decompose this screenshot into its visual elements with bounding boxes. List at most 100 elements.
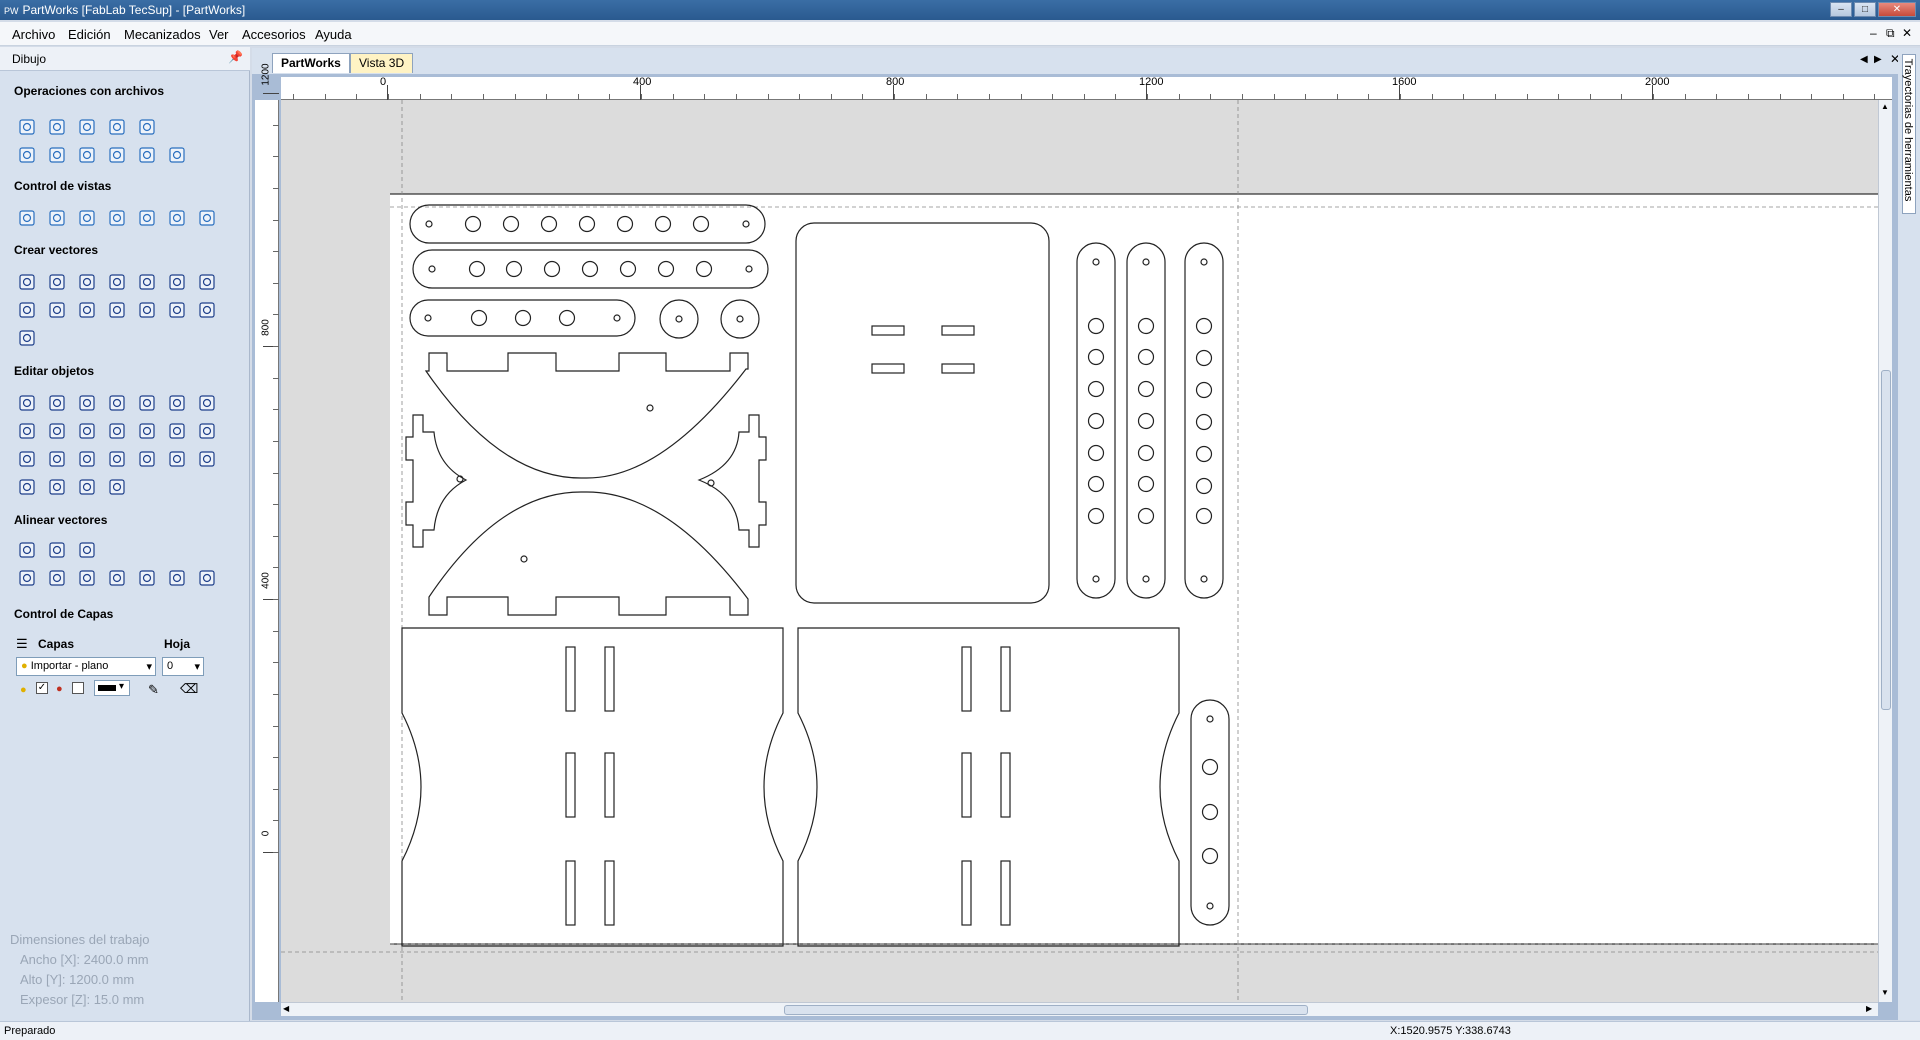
align-left-icon[interactable] (47, 568, 67, 588)
dimension-icon[interactable] (137, 300, 157, 320)
visibility-bulb-icon[interactable]: ● (20, 684, 27, 696)
grid-icon[interactable] (137, 421, 157, 441)
select-icon[interactable] (17, 393, 37, 413)
horizontal-scroll-thumb[interactable] (784, 1005, 1308, 1015)
import-icon[interactable] (137, 117, 157, 137)
align-right-icon[interactable] (77, 568, 97, 588)
offset-icon[interactable] (167, 449, 187, 469)
intersect-icon[interactable] (107, 449, 127, 469)
layer-color-picker[interactable]: ▾ (94, 680, 130, 696)
center-icon[interactable] (77, 421, 97, 441)
pen-tool-icon[interactable] (17, 328, 37, 348)
align-all-icon[interactable] (17, 568, 37, 588)
doc-close-button[interactable]: ✕ (1902, 26, 1913, 40)
zoom-extents-icon[interactable] (77, 208, 97, 228)
maximize-button[interactable]: □ (1854, 2, 1876, 17)
circle-icon[interactable] (17, 272, 37, 292)
arc-text-icon[interactable] (167, 300, 187, 320)
lock-icon[interactable]: ● (56, 683, 63, 695)
curve-icon[interactable] (167, 272, 187, 292)
vertical-scrollbar[interactable]: ▲ ▼ (1878, 100, 1892, 1002)
open-file-icon[interactable] (47, 117, 67, 137)
tab-scroll-right-icon[interactable]: ▶ (1874, 54, 1882, 65)
doc-restore-button[interactable]: ⧉ (1886, 26, 1895, 40)
menu-ver[interactable]: Ver (209, 27, 229, 42)
tab-vista-3d[interactable]: Vista 3D (350, 53, 414, 73)
save-file-icon[interactable] (77, 117, 97, 137)
scissors-icon[interactable] (197, 449, 217, 469)
select-all-icon[interactable] (17, 145, 37, 165)
pin-icon[interactable]: 📌 (228, 50, 243, 64)
text-icon[interactable] (47, 300, 67, 320)
move-icon[interactable] (17, 421, 37, 441)
horizontal-scrollbar[interactable]: ◀ ▶ (281, 1002, 1878, 1016)
scale-icon[interactable] (197, 393, 217, 413)
trim-icon[interactable] (17, 449, 37, 469)
copy-icon[interactable] (77, 145, 97, 165)
pan-icon[interactable] (17, 208, 37, 228)
align-bottom-icon[interactable] (137, 568, 157, 588)
array-icon[interactable] (197, 300, 217, 320)
star-icon[interactable] (17, 300, 37, 320)
ellipse-icon[interactable] (47, 272, 67, 292)
menu-accesorios[interactable]: Accesorios (242, 27, 306, 42)
space-v-icon[interactable] (197, 568, 217, 588)
flip-icon[interactable] (107, 421, 127, 441)
mirror-icon[interactable] (137, 393, 157, 413)
visible-checkbox[interactable]: ✓ (36, 682, 48, 694)
scroll-left-icon[interactable]: ◀ (283, 1004, 290, 1013)
align-vcenter-icon[interactable] (77, 540, 97, 560)
scroll-up-icon[interactable]: ▲ (1881, 102, 1889, 111)
extend-icon[interactable] (47, 477, 67, 497)
subtract-icon[interactable] (77, 449, 97, 469)
weld-icon[interactable] (47, 449, 67, 469)
open-folder-icon[interactable] (107, 117, 127, 137)
scroll-down-icon[interactable]: ▼ (1881, 988, 1889, 997)
doc-minimize-button[interactable]: – (1870, 26, 1877, 40)
layer-clean-icon[interactable]: ⌫ (180, 681, 199, 696)
node-edit-icon[interactable] (47, 393, 67, 413)
bounding-icon[interactable] (47, 421, 67, 441)
tab-close-icon[interactable]: ✕ (1890, 52, 1901, 66)
text-on-curve-icon[interactable] (107, 300, 127, 320)
tab-partworks[interactable]: PartWorks (272, 53, 350, 73)
new-file-icon[interactable] (17, 117, 37, 137)
menu-ayuda[interactable]: Ayuda (315, 27, 352, 42)
align-center-icon[interactable] (17, 540, 37, 560)
space-h-icon[interactable] (167, 568, 187, 588)
transform-icon[interactable] (107, 393, 127, 413)
redo-icon[interactable] (167, 145, 187, 165)
menu-mecanizados[interactable]: Mecanizados (124, 27, 201, 42)
lock-checkbox[interactable] (72, 682, 84, 694)
align-hcenter-icon[interactable] (47, 540, 67, 560)
rectangle-icon[interactable] (77, 272, 97, 292)
sheet-select[interactable]: 0 ▾ (162, 657, 204, 676)
view-2d-icon[interactable] (137, 208, 157, 228)
nest-icon[interactable] (107, 477, 127, 497)
cut-icon[interactable] (47, 145, 67, 165)
join-icon[interactable] (167, 421, 187, 441)
minimize-button[interactable]: – (1830, 2, 1852, 17)
tab-scroll-left-icon[interactable]: ◀ (1860, 54, 1868, 65)
zoom-selection-icon[interactable] (107, 208, 127, 228)
rotate-icon[interactable] (167, 393, 187, 413)
view-split-icon[interactable] (167, 208, 187, 228)
view-3d-icon[interactable] (197, 208, 217, 228)
drawing-canvas[interactable] (281, 100, 1878, 1002)
close-window-button[interactable]: ✕ (1878, 2, 1916, 17)
arc-icon[interactable] (137, 272, 157, 292)
fillet-icon[interactable] (137, 449, 157, 469)
text-frame-icon[interactable] (77, 300, 97, 320)
merge-icon[interactable] (197, 421, 217, 441)
paste-icon[interactable] (107, 145, 127, 165)
layer-select[interactable]: ● Importar - plano ▾ (16, 657, 156, 676)
menu-edicion[interactable]: Edición (68, 27, 111, 42)
frame-icon[interactable] (17, 477, 37, 497)
undo-icon[interactable] (137, 145, 157, 165)
scroll-right-icon[interactable]: ▶ (1866, 1004, 1873, 1013)
layer-properties-icon[interactable]: ✎ (148, 682, 159, 697)
polyline-icon[interactable] (107, 272, 127, 292)
toolpaths-side-tab[interactable]: Trayectorias de herramientas (1898, 48, 1920, 1020)
node-add-icon[interactable] (77, 393, 97, 413)
vertical-scroll-thumb[interactable] (1881, 370, 1891, 710)
